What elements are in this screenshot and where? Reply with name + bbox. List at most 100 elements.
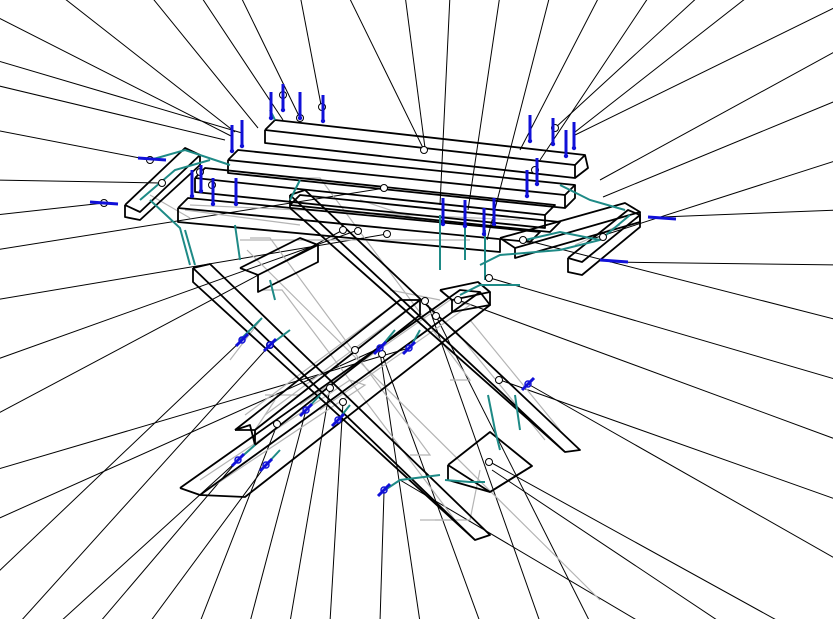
leader-line (599, 52, 833, 181)
leader-line (202, 0, 284, 121)
leader-line (62, 461, 237, 619)
leader-line (489, 277, 833, 380)
leader-line (609, 261, 833, 266)
connector-path (139, 159, 211, 201)
leader-line (379, 491, 385, 619)
leader-line (329, 401, 344, 619)
fasteners (89, 84, 677, 498)
leader-line (499, 379, 833, 499)
leg-left-b-front (199, 291, 491, 498)
bolt-tip-icon (297, 115, 303, 121)
leader-line (539, 0, 648, 161)
pin-ring-icon (234, 456, 242, 464)
tabletop-board-1-end (574, 154, 589, 179)
bolt-tip-icon (189, 193, 195, 199)
cleat-right-lower-front (567, 215, 641, 276)
bolt-tip-icon (527, 138, 533, 144)
tabletop-board-4-front (177, 208, 501, 253)
connector-path (514, 394, 521, 431)
leader-line (0, 202, 105, 215)
bolt-tip-icon (233, 201, 239, 207)
leader-line (0, 60, 243, 134)
pin-icon (330, 412, 346, 428)
hidden-edge (149, 194, 191, 219)
leader-line (349, 0, 425, 151)
leader-line (0, 17, 234, 138)
callout-circle-icon (351, 346, 359, 354)
leader-line (399, 479, 636, 619)
connector-path (459, 284, 520, 296)
leader-line (435, 315, 590, 619)
cleat-left-front (124, 155, 201, 221)
bolt-tip-icon (198, 188, 204, 194)
pin-icon (298, 402, 314, 418)
leader-line (574, 0, 745, 133)
leader-line (200, 424, 278, 619)
connector-path (269, 279, 276, 301)
leg-left-a-front (192, 268, 476, 541)
pin-icon (401, 340, 417, 356)
leader-line (101, 459, 239, 619)
leader-line (379, 351, 421, 619)
lower-block-right-side (489, 465, 533, 493)
leader-line (0, 233, 388, 300)
leader-line (241, 0, 301, 119)
leader-line (661, 209, 833, 218)
leader-line (602, 101, 833, 198)
leader-line (594, 161, 833, 239)
bolt-tip-icon (524, 193, 530, 199)
bolt-tip-icon (571, 145, 577, 151)
tabletop-board-1-front (264, 130, 576, 179)
leader-line (519, 0, 598, 151)
bolt-tip-icon (229, 148, 235, 154)
pin-ring-icon (238, 336, 246, 344)
callout-circle-icon (380, 184, 388, 192)
connector-path (524, 230, 601, 241)
leg-left-b (179, 289, 481, 496)
callout-circle-icon (599, 233, 607, 241)
bolt-tip-icon (550, 141, 556, 147)
hidden-edge (250, 237, 432, 456)
hidden-edge (262, 289, 457, 521)
pin-icon (262, 337, 278, 353)
callout-circle-icon (354, 227, 362, 235)
leader-line (524, 239, 833, 320)
connector-path (184, 229, 196, 266)
bolt-tip-icon (239, 143, 245, 149)
leader-line (22, 344, 271, 619)
bolt-tip-icon (481, 231, 487, 237)
bolt-icon (89, 200, 119, 206)
pin-ring-icon (380, 486, 388, 494)
leader-line (457, 299, 833, 439)
connector-path (444, 479, 485, 483)
leader-line (153, 0, 259, 129)
leader-line (65, 0, 236, 133)
leader-line (574, 7, 833, 136)
pin-ring-icon (262, 461, 270, 469)
pin-icon (376, 482, 392, 498)
leader-line (554, 0, 696, 129)
callout-circle-icon (273, 420, 281, 428)
bolt-tip-icon (491, 221, 497, 227)
bolt-tip-icon (563, 153, 569, 159)
hidden-edge (184, 209, 301, 226)
pin-ring-icon (334, 416, 342, 424)
pin-ring-icon (266, 341, 274, 349)
leader-line (439, 0, 451, 206)
pin-icon (520, 376, 536, 392)
pin-ring-icon (405, 344, 413, 352)
leader-line (290, 387, 331, 619)
bolt-tip-icon (462, 223, 468, 229)
callout-circle-icon (519, 236, 527, 244)
callout-circle-icon (454, 296, 462, 304)
hidden-edge (229, 317, 263, 361)
leader-line (0, 339, 243, 571)
connector-path (479, 249, 561, 266)
callout-circle-icon (339, 398, 347, 406)
bolt-tip-icon (210, 201, 216, 207)
leg-left-a (192, 263, 491, 541)
leader-line (0, 130, 151, 161)
lower-block-left (234, 424, 256, 446)
